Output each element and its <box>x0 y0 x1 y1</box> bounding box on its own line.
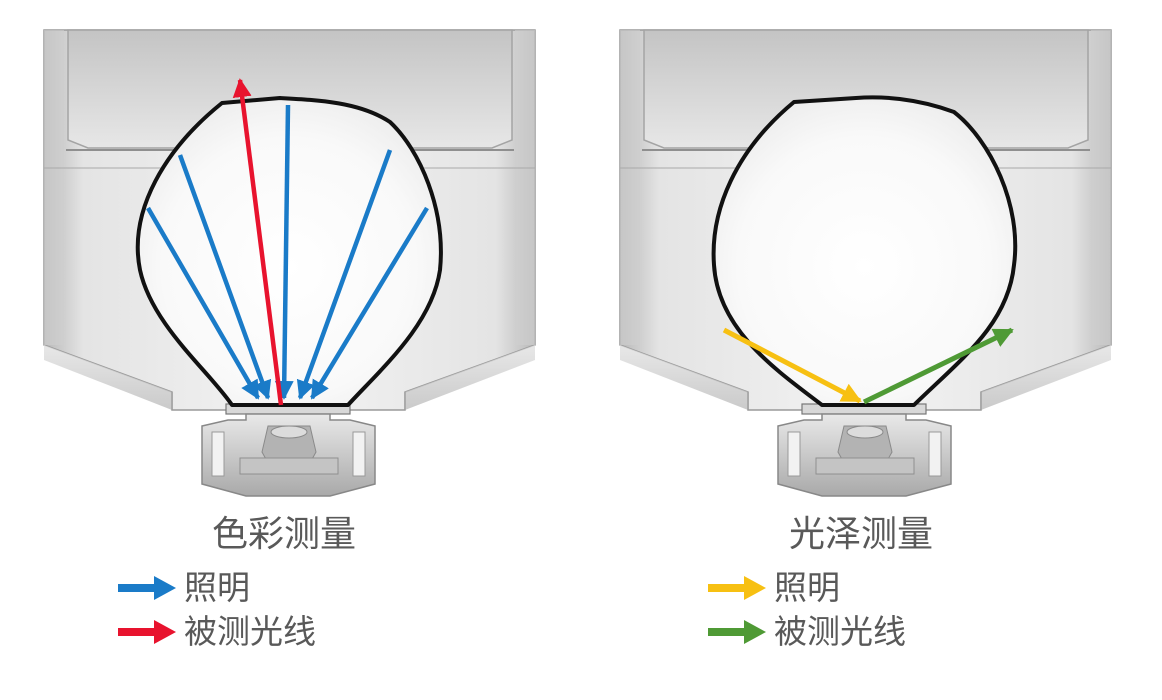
illumination-arrow-yellow <box>722 327 862 404</box>
caption-gloss-measurement: 光泽测量 <box>788 514 933 555</box>
integrating-sphere-left <box>135 96 443 407</box>
legend-item-measured-light: 被测光线 <box>708 612 968 652</box>
legend-arrow-red <box>118 620 176 644</box>
gloss-measurement-panel <box>619 29 1112 497</box>
legend-arrow-green <box>708 620 766 644</box>
color-measurement-panel <box>43 29 536 497</box>
legend-label-illumination: 照明 <box>774 568 840 607</box>
illumination-arrows-left <box>146 104 429 400</box>
legend-item-illumination: 照明 <box>118 568 378 608</box>
measured-light-arrow-red <box>232 78 284 406</box>
legend-item-measured-light: 被测光线 <box>118 612 378 652</box>
caption-color-measurement: 色彩测量 <box>211 514 356 555</box>
legend-arrow-yellow <box>708 576 766 600</box>
legend-item-illumination: 照明 <box>708 568 968 608</box>
legend-label-measured-light: 被测光线 <box>184 612 316 651</box>
legend-label-measured-light: 被测光线 <box>774 612 906 651</box>
illumination-arrow <box>177 154 272 400</box>
illumination-arrow <box>296 149 393 400</box>
illumination-arrow <box>146 206 260 400</box>
illumination-arrow <box>274 104 294 400</box>
illumination-arrow <box>310 206 429 400</box>
measured-light-arrow-green <box>862 327 1014 405</box>
legend-label-illumination: 照明 <box>184 568 250 607</box>
legend-arrow-blue <box>118 576 176 600</box>
